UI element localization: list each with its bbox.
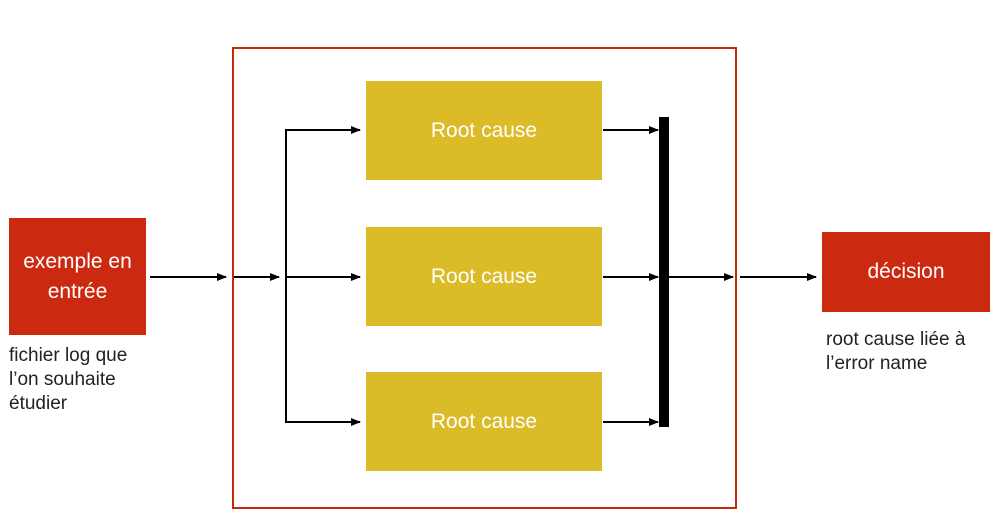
output-node: décision <box>822 232 990 312</box>
root-cause-label: Root cause <box>430 264 538 288</box>
output-node-caption: root cause liée à l’error name <box>826 329 966 374</box>
aggregator-bar <box>659 117 669 427</box>
root-cause-node: Root cause <box>366 227 602 326</box>
root-cause-frame <box>232 47 737 509</box>
root-cause-node: Root cause <box>366 81 602 180</box>
root-cause-label: Root cause <box>430 409 538 433</box>
root-cause-node: Root cause <box>366 372 602 471</box>
input-node: exemple en entrée <box>9 218 146 335</box>
output-node-label: décision <box>867 260 945 283</box>
input-node-caption: fichier log que l’on souhaite étudier <box>9 345 128 414</box>
root-cause-label: Root cause <box>430 118 538 142</box>
input-node-label: exemple en entrée <box>23 249 132 303</box>
